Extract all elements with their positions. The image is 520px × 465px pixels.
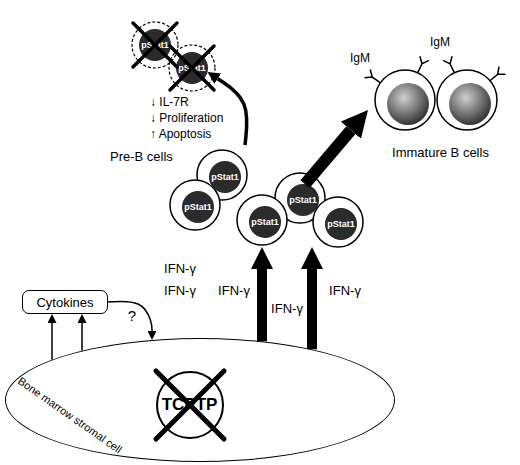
node-text: Immature B cells [368,145,513,160]
pstat1-nucleus: pStat1 [209,161,241,193]
cytokine-box: Cytokines [22,290,108,314]
igm-receptor [487,67,506,85]
pstat1-nucleus: pStat1 [249,206,281,238]
receptor-label: IgM [350,52,370,65]
immature-nucleus [387,83,429,125]
pre-b-cell [313,197,363,247]
arrow-connector [218,79,247,145]
node-text: pStat1 [211,172,239,182]
igm-receptor [413,56,429,75]
node-text: pStat1 [289,195,317,205]
immature-b-cell [375,70,435,130]
dying-cell [132,22,178,68]
node-text: TCPTP [162,395,218,415]
effect-label: ↓ Proliferation [150,112,223,125]
immature-b-cell [437,70,497,130]
effect-label: ↓ IL-7R [150,96,189,109]
stromal-cell: Bone marrow stromal cell TCPTP [5,338,395,462]
cytokine-label: IFN-γ [164,284,196,298]
node-text: Cytokines [36,295,93,310]
igm-receptor [443,56,459,75]
effect-label: ↑ Apoptosis [150,128,211,141]
tcptp-phosphatase: TCPTP [156,371,224,439]
node-text: pStat1 [184,202,212,212]
dying-nucleus: pStat1 [176,52,208,84]
cytokine-label: IFN-γ [164,262,196,276]
arrow-connector [307,269,317,349]
immature-nucleus [449,83,491,125]
cytokine-label: IFN-γ [329,284,361,298]
node-text: pStat1 [251,217,279,227]
pre-b-cell-group: Pre-B cells pStat1 pStat1 pStat1 pStat1 pStat… [110,145,368,247]
igm-receptor [364,70,383,87]
pstat1-nucleus: pStat1 [182,191,214,223]
arrow-connector [305,130,351,184]
cross-mark [133,23,214,90]
arrow-connector [108,301,152,331]
dying-cell [169,45,215,91]
pstat1-nucleus: pStat1 [325,208,357,240]
node-text: pStat1 [141,40,169,50]
node-text: Bone marrow stromal cell [15,374,124,455]
cytokine-label: IFN-γ [218,284,250,298]
node-text: pStat1 [327,219,355,229]
node-text: pStat1 [178,63,206,73]
arrow-connector [51,323,53,360]
arrow-connector [81,323,83,351]
pre-b-cell [237,195,287,245]
edge-label: ? [128,308,136,325]
receptor-label: IgM [430,36,450,49]
node-text: Pre-B cells [110,149,173,164]
cytokine-label: IFN-γ [271,302,303,316]
arrow-connector [257,269,267,341]
cross-mark [156,371,224,439]
dying-nucleus: pStat1 [139,29,171,61]
pstat1-nucleus: pStat1 [287,184,319,216]
